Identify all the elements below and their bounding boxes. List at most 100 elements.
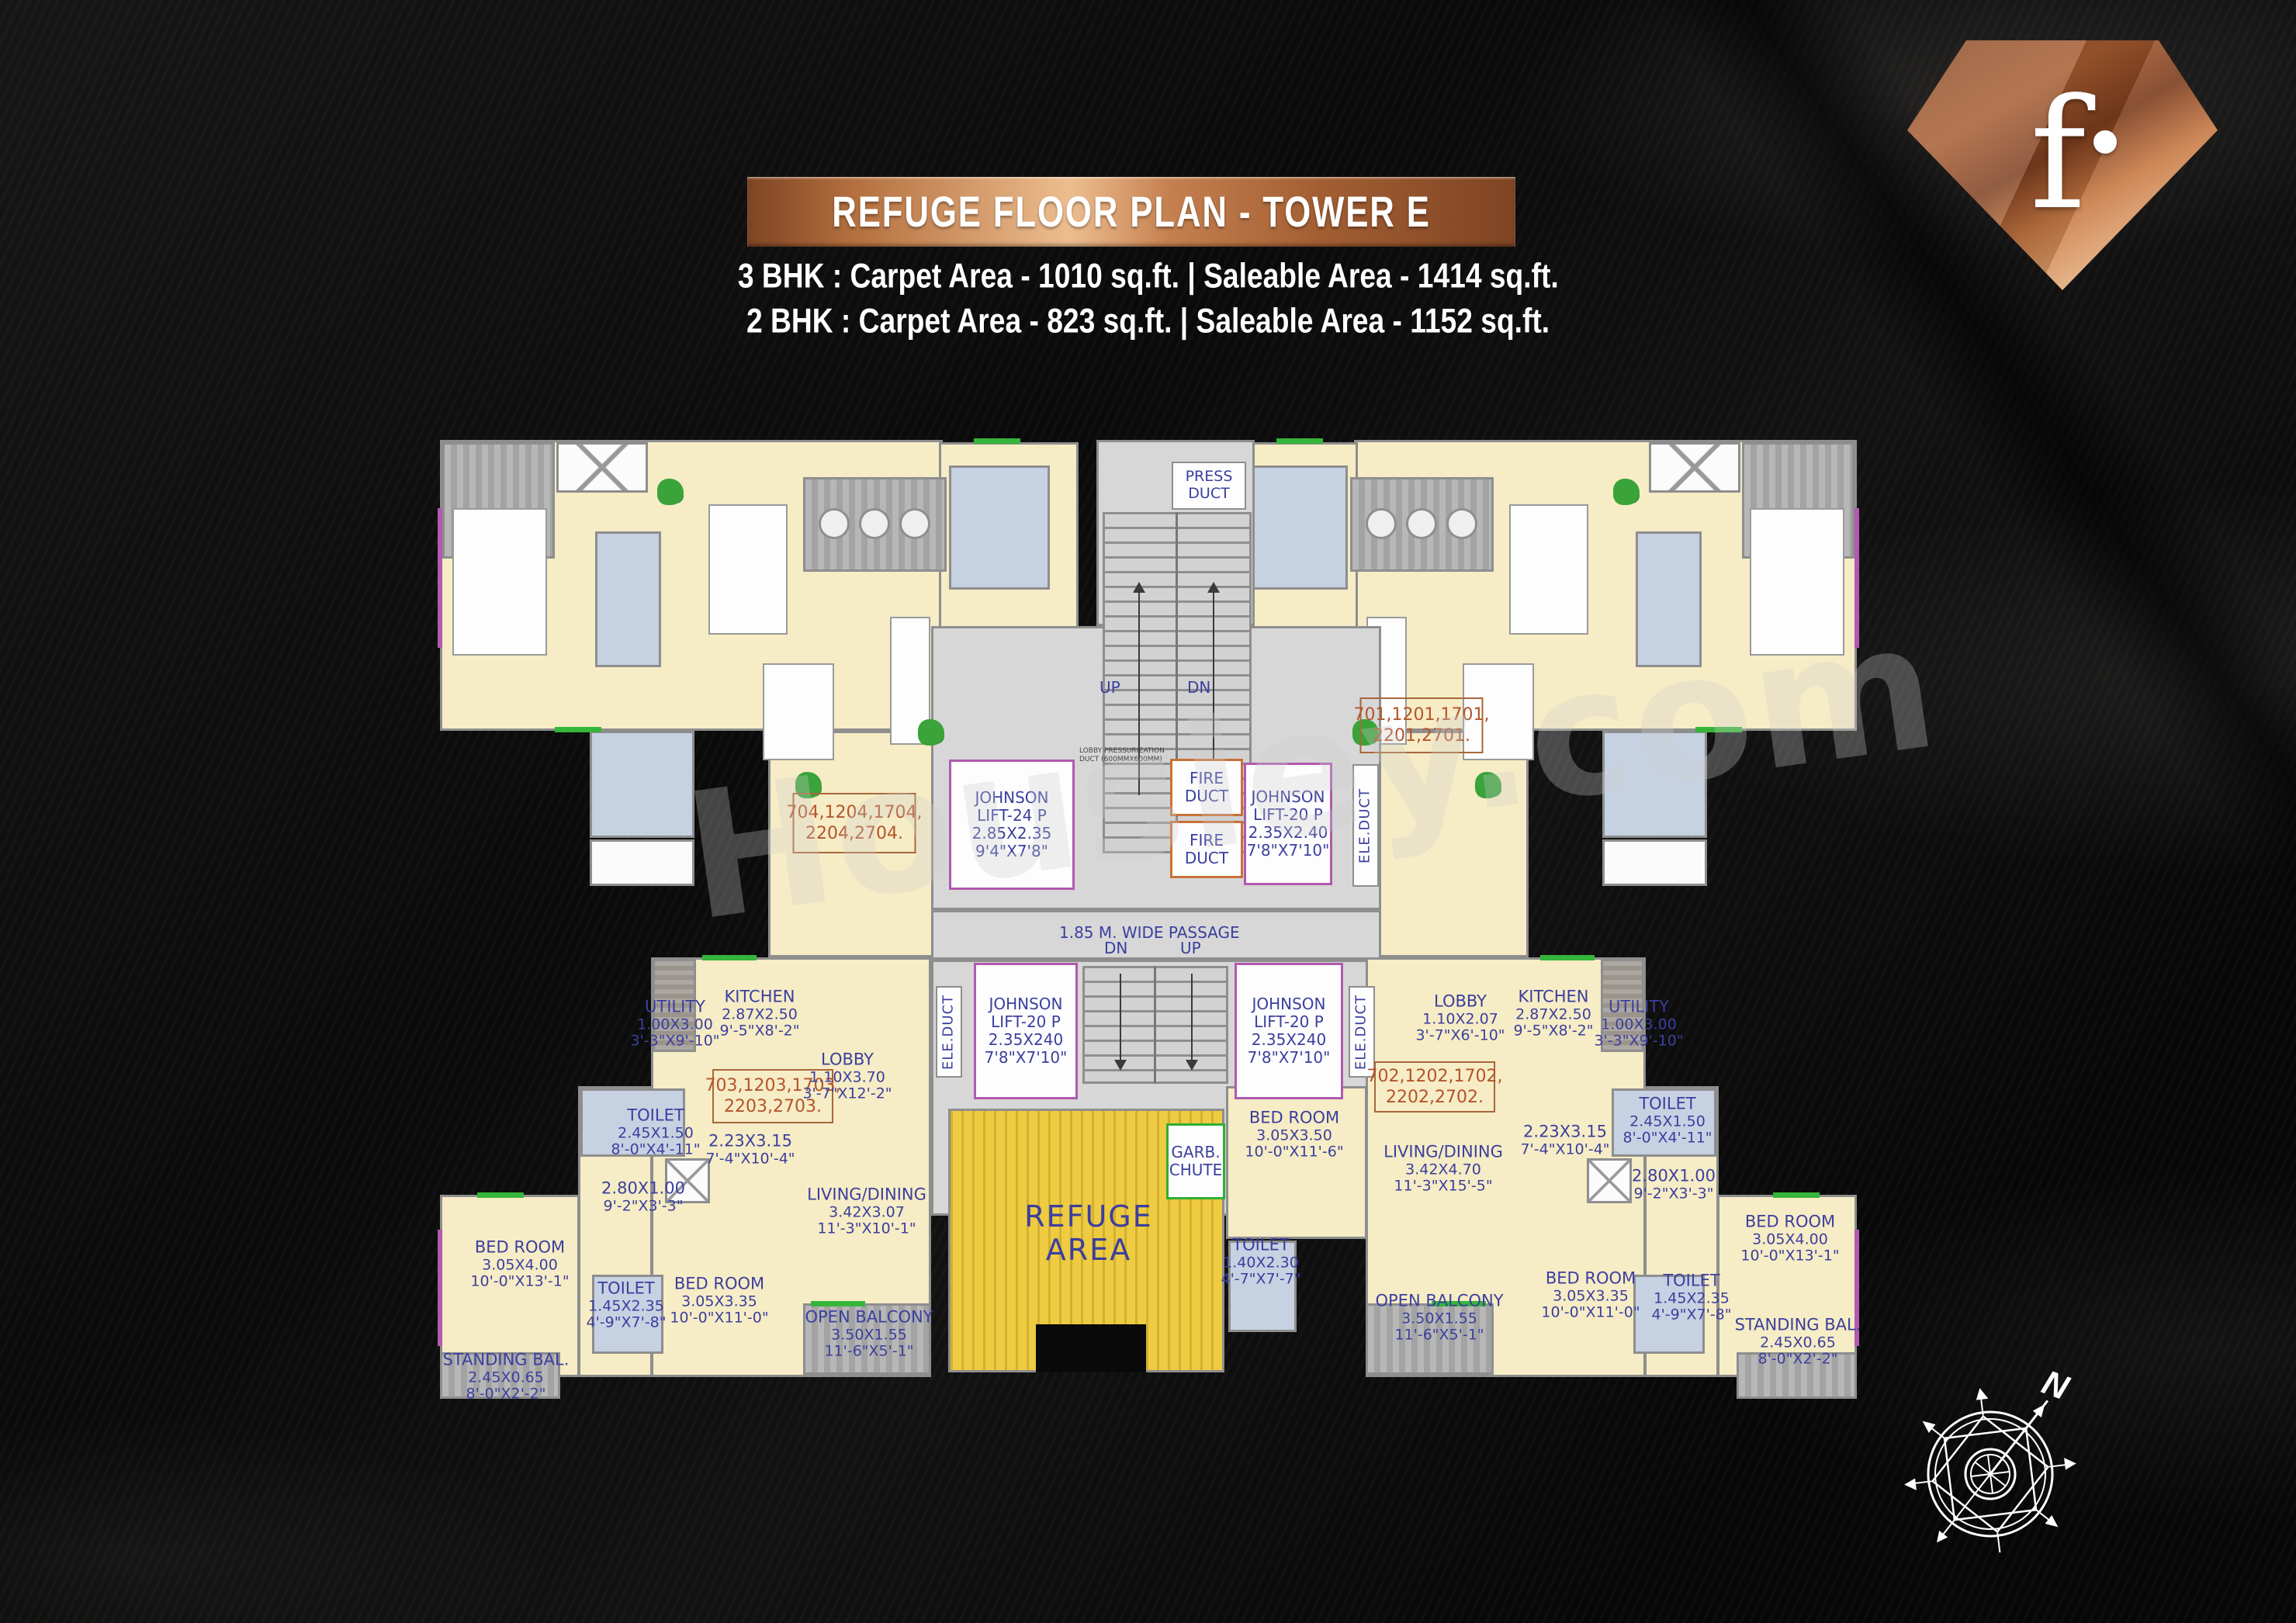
unit-704-kitchen-column <box>768 731 943 957</box>
door-accent <box>702 955 757 960</box>
bed-icon <box>452 508 547 656</box>
press-duct-box: PRESS DUCT <box>1172 462 1246 510</box>
dining-table-icon <box>1463 663 1534 760</box>
page-title: REFUGE FLOOR PLAN - TOWER E <box>832 187 1431 237</box>
fire-duct-box: FIRE DUCT <box>1170 821 1243 878</box>
unit-702-refuge-side-bedroom <box>1226 1086 1367 1239</box>
chair-icon <box>1366 508 1397 539</box>
toilet-block <box>595 531 661 667</box>
kitchen-counter-icon <box>590 839 694 886</box>
window-accent <box>811 1301 865 1306</box>
toilet-block <box>1247 465 1348 590</box>
bed-icon <box>1509 504 1588 635</box>
chair-icon <box>819 508 850 539</box>
stair-divider <box>1154 966 1156 1084</box>
passage <box>931 910 1381 960</box>
stair-divider <box>1176 512 1178 853</box>
chair-icon <box>859 508 890 539</box>
lift-20p-bottom-right-box: JOHNSON LIFT-20 P 2.35X240 7'8"X7'10" <box>1235 963 1343 1099</box>
plant-icon <box>657 479 684 505</box>
refuge-notch <box>1036 1324 1146 1372</box>
wall-accent <box>1854 508 1859 648</box>
electrical-duct: ELE.DUCT <box>936 986 962 1078</box>
standing-balcony <box>440 1352 560 1399</box>
open-balcony <box>1366 1303 1494 1375</box>
pressurization-note: LOBBY PRESSURIZATION DUCT (600MMX600MM) <box>1079 747 1165 763</box>
stair-up-arrow-icon <box>1133 582 1145 795</box>
title-banner: REFUGE FLOOR PLAN - TOWER E <box>747 177 1515 247</box>
wall-accent <box>438 508 442 648</box>
refuge-area-label: REFUGE AREA <box>1024 1199 1153 1268</box>
bed-icon <box>1750 508 1844 656</box>
floor-plan: PRESS DUCT UP DN JOHNSON LIFT-24 P 2.85X… <box>431 431 1866 1412</box>
window-accent <box>1773 1192 1820 1198</box>
open-balcony <box>803 1303 931 1375</box>
toilet-block <box>592 1275 663 1354</box>
stair-up-arrow-icon <box>1207 582 1220 795</box>
window-accent <box>477 1192 524 1198</box>
standing-balcony <box>1737 1352 1857 1399</box>
door-accent <box>1276 438 1323 444</box>
utility-shaft <box>653 959 696 1052</box>
wall-accent <box>1854 1230 1859 1346</box>
door-accent <box>555 727 601 732</box>
dining-table-icon <box>763 663 834 760</box>
logo-letter: f <box>2029 67 2086 244</box>
chair-icon <box>1446 508 1477 539</box>
bed-icon <box>708 504 788 635</box>
passage-label: 1.85 M. WIDE PASSAGE <box>1059 923 1240 942</box>
shaft-icon <box>665 1158 710 1203</box>
stair-dn-label: DN <box>1187 678 1211 697</box>
compass-rose-icon: N <box>1904 1363 2076 1553</box>
plant-icon <box>1352 719 1379 746</box>
unit-number-box-704: 704,1204,1704, 2204,2704. <box>787 793 922 853</box>
chair-icon <box>899 508 930 539</box>
plant-icon <box>918 719 944 746</box>
fire-duct-box: FIRE DUCT <box>1170 759 1243 816</box>
toilet-block <box>580 1088 685 1157</box>
toilet-block <box>590 731 694 838</box>
door-accent <box>1540 955 1595 960</box>
stair-up-label: UP <box>1180 939 1201 957</box>
toilet-block <box>949 465 1050 590</box>
door-accent <box>974 438 1020 444</box>
subtitle-2bhk: 2 BHK : Carpet Area - 823 sq.ft. | Salea… <box>746 302 1550 341</box>
unit-number-box-701: 701,1201,1701, 2201,2701. <box>1354 697 1489 753</box>
stair-up-label: UP <box>1100 678 1120 697</box>
utility-shaft <box>1601 959 1644 1052</box>
toilet-block <box>1633 1275 1705 1354</box>
chair-icon <box>1406 508 1437 539</box>
subtitle-3bhk: 3 BHK : Carpet Area - 1010 sq.ft. | Sale… <box>738 257 1559 296</box>
unit-number-box-703: 703,1203,1703, 2203,2703. <box>705 1069 840 1123</box>
electrical-duct: ELE.DUCT <box>1349 986 1375 1078</box>
toilet-block <box>1612 1088 1716 1157</box>
wall-accent <box>438 1230 442 1346</box>
toilet-block <box>1228 1241 1297 1332</box>
plant-icon <box>1475 772 1501 798</box>
plant-icon <box>1613 479 1640 505</box>
shaft-icon <box>1587 1158 1632 1203</box>
